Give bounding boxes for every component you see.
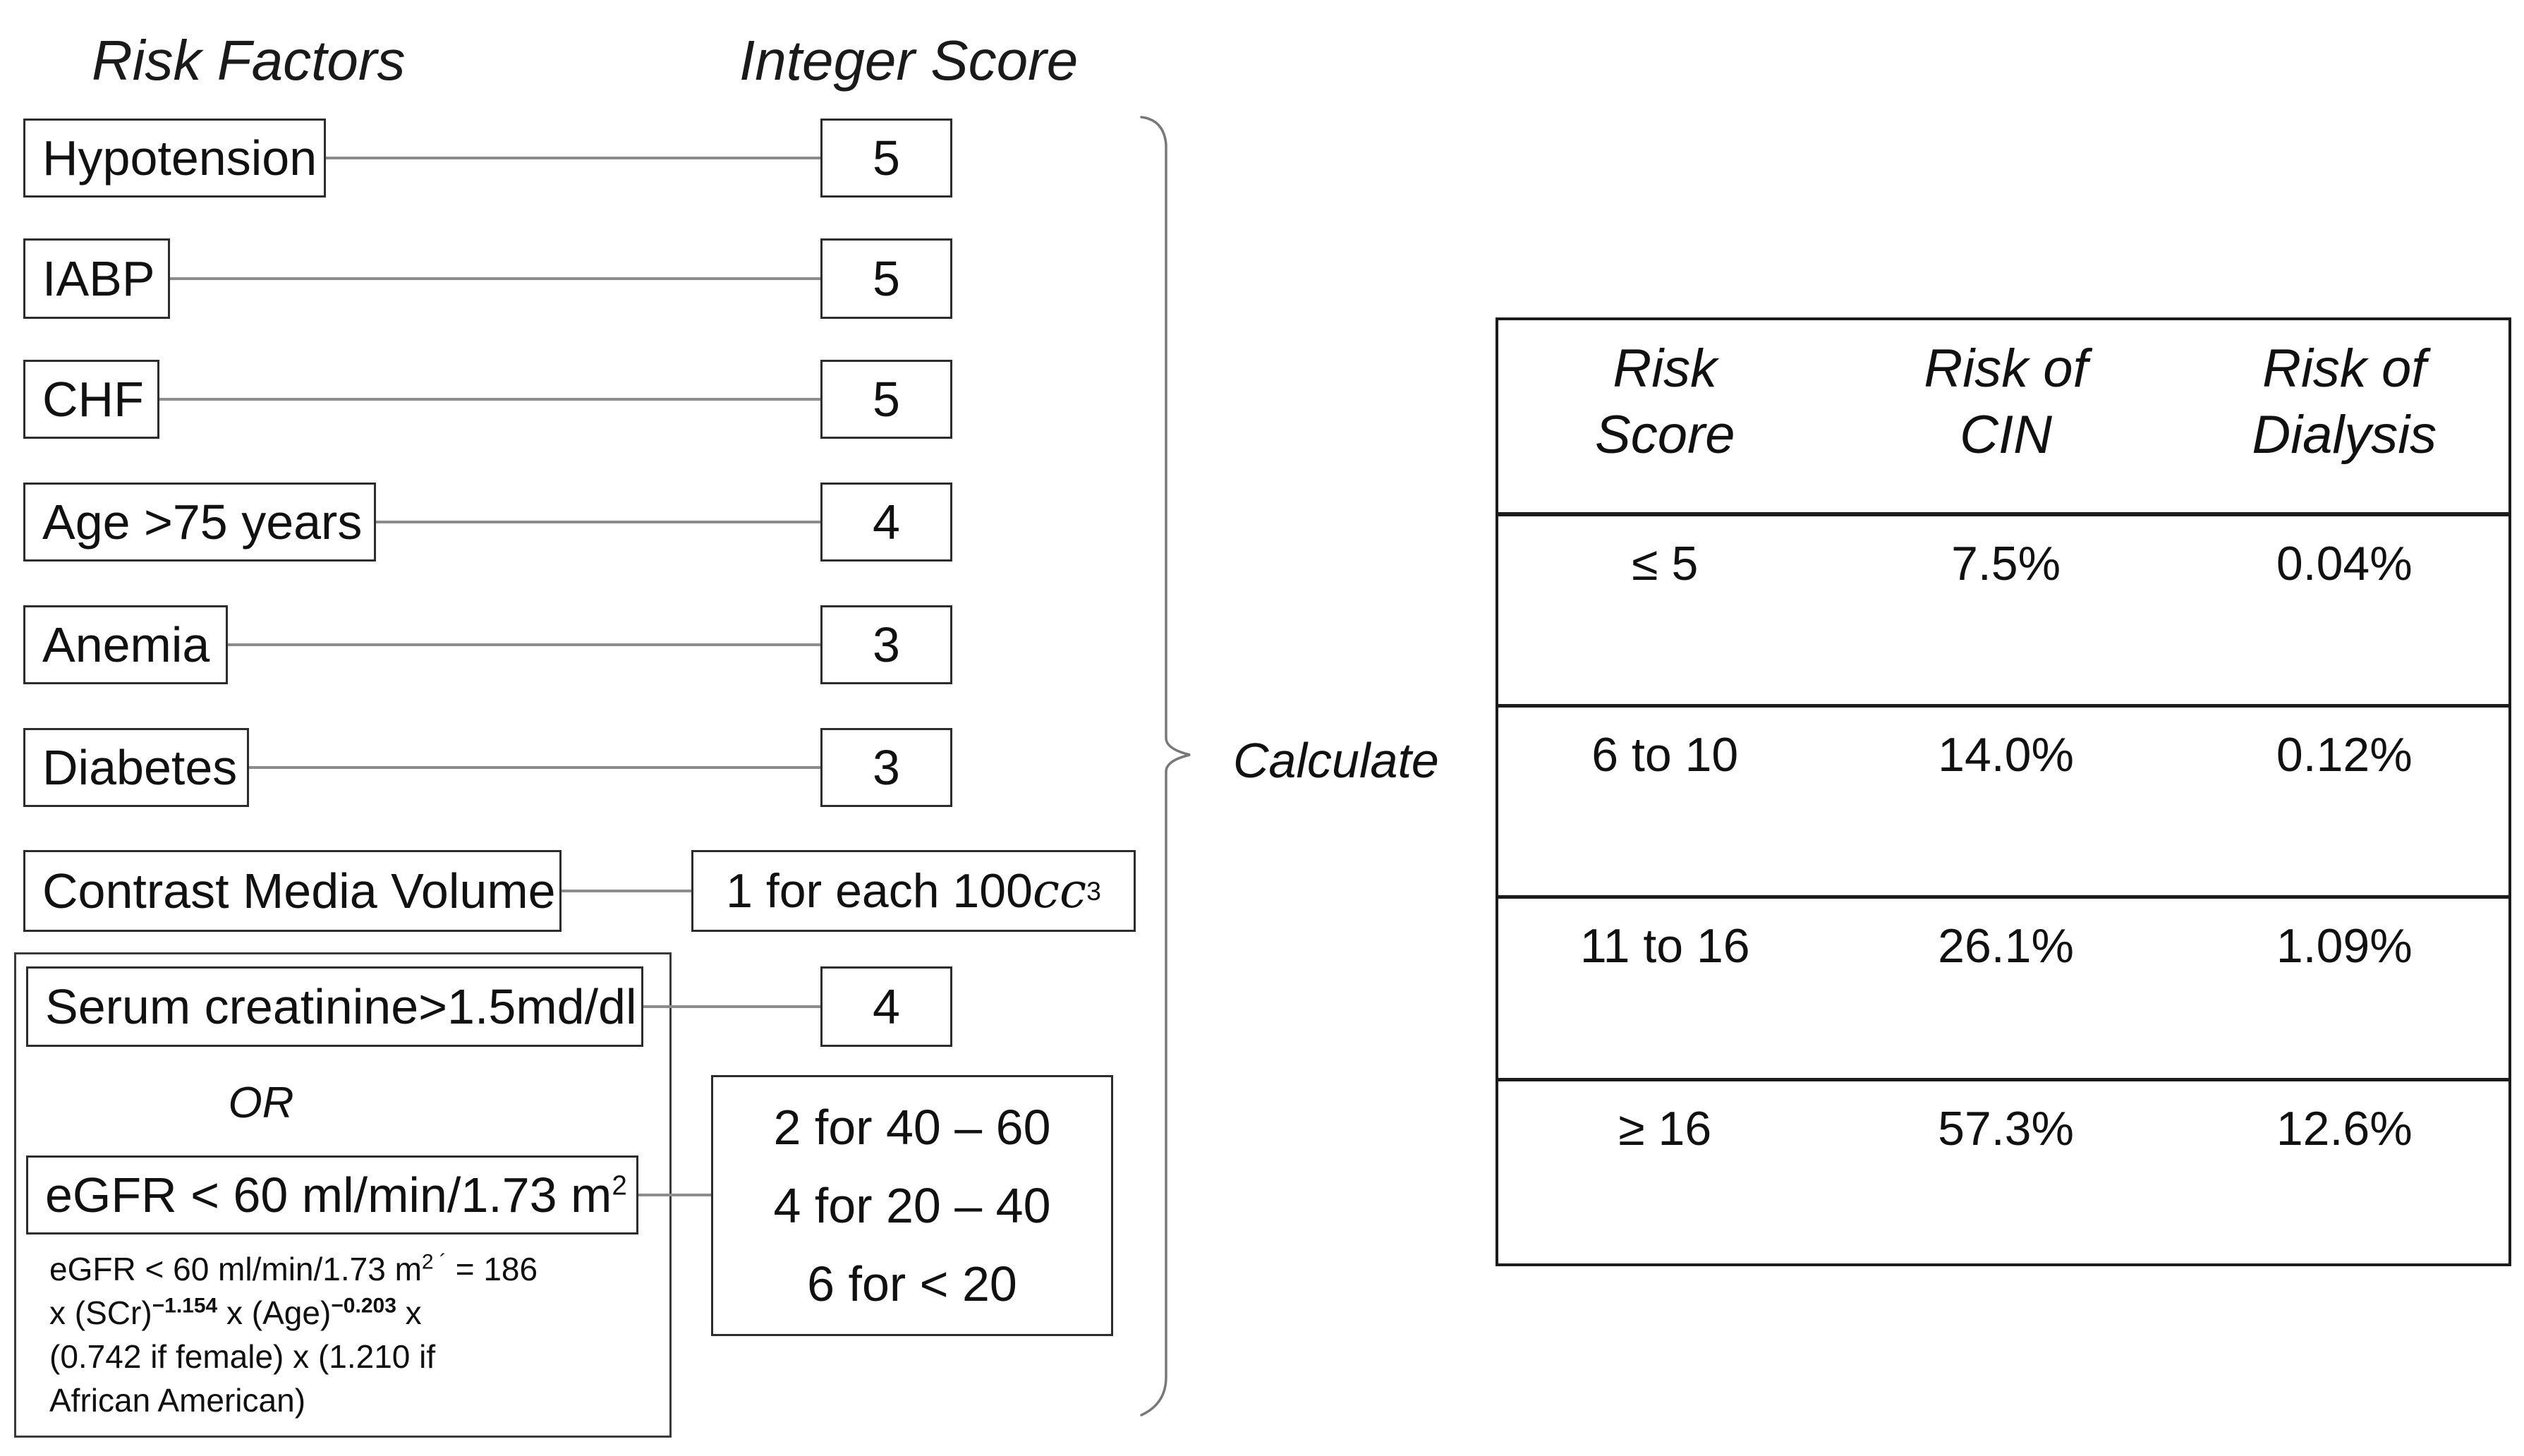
connector-line — [326, 157, 820, 159]
score-value: 4 — [873, 979, 900, 1034]
factor-label: CHF — [42, 372, 144, 427]
table-header-row: Risk Score Risk of CIN Risk of Dialysis — [1498, 320, 2508, 516]
connector-line — [228, 643, 820, 646]
risk-factors-title: Risk Factors — [92, 29, 406, 92]
factor-box-contrast-media-volume: Contrast Media Volume — [23, 850, 562, 932]
or-label: OR — [228, 1079, 294, 1127]
connector-line — [638, 1194, 711, 1196]
score-box-hypotension: 5 — [820, 119, 952, 198]
score-value: 4 — [873, 495, 900, 550]
cell-risk-score: 11 to 16 — [1579, 919, 1750, 973]
cell-risk-of-cin: 14.0% — [1938, 728, 2074, 782]
cell-risk-score: ≤ 5 — [1632, 537, 1699, 590]
formula-line-1: eGFR < 60 ml/min/1.73 m2 ´ = 186 — [49, 1250, 538, 1287]
egfr-score-line: 6 for < 20 — [807, 1256, 1017, 1311]
score-value: 3 — [873, 617, 900, 672]
factor-box-hypotension: Hypotension — [23, 119, 326, 198]
factor-label: Contrast Media Volume — [42, 863, 556, 918]
score-box-serum-creatinine: 4 — [820, 966, 952, 1047]
calculate-bracket-icon — [1140, 116, 1191, 1416]
factor-label: Anemia — [42, 617, 210, 672]
cell-risk-of-cin: 7.5% — [1951, 537, 2061, 590]
score-box-age: 4 — [820, 483, 952, 562]
factor-label: Diabetes — [42, 740, 238, 795]
egfr-formula: eGFR < 60 ml/min/1.73 m2 ´ = 186 x (SCr)… — [49, 1247, 649, 1422]
score-value: 5 — [873, 131, 900, 186]
factor-box-diabetes: Diabetes — [23, 728, 249, 807]
header-risk-score: Risk Score — [1595, 339, 1735, 465]
formula-line-3: (0.742 if female) x (1.210 if — [49, 1338, 436, 1375]
cell-risk-of-dialysis: 0.04% — [2276, 537, 2413, 590]
egfr-superscript: 2 — [612, 1170, 627, 1201]
cell-risk-score: ≥ 16 — [1618, 1102, 1712, 1155]
header-risk-of-dialysis: Risk of Dialysis — [2252, 339, 2437, 465]
factor-label: IABP — [42, 251, 155, 306]
cell-risk-of-dialysis: 1.09% — [2276, 919, 2413, 973]
cell-risk-of-dialysis: 12.6% — [2276, 1102, 2413, 1155]
connector-line — [643, 1005, 820, 1008]
cell-risk-score: 6 to 10 — [1591, 728, 1739, 782]
factor-box-chf: CHF — [23, 360, 159, 439]
cell-risk-of-cin: 26.1% — [1938, 919, 2074, 973]
header-risk-of-cin: Risk of CIN — [1924, 339, 2088, 465]
connector-line — [159, 398, 820, 401]
factor-box-iabp: IABP — [23, 238, 170, 319]
connector-line — [562, 890, 691, 892]
factor-box-serum-creatinine: Serum creatinine>1.5md/dl — [26, 966, 643, 1047]
factor-box-age: Age >75 years — [23, 483, 376, 562]
egfr-score-line: 4 for 20 – 40 — [773, 1178, 1051, 1233]
score-box-anemia: 3 — [820, 605, 952, 684]
factor-label: Serum creatinine>1.5md/dl — [45, 979, 637, 1034]
factor-box-egfr: eGFR < 60 ml/min/1.73 m2 — [26, 1155, 638, 1234]
score-value: 5 — [873, 251, 900, 306]
factor-label: eGFR < 60 ml/min/1.73 m2 — [45, 1167, 627, 1223]
score-value: 3 — [873, 740, 900, 795]
connector-line — [170, 277, 820, 280]
score-value: 1 for each 100 — [726, 864, 1033, 918]
connector-line — [249, 766, 820, 769]
score-unit: cc — [1032, 863, 1087, 919]
table-row: 6 to 10 14.0% 0.12% — [1498, 708, 2508, 899]
connector-line — [376, 521, 820, 523]
table-row: ≤ 5 7.5% 0.04% — [1498, 516, 2508, 708]
score-box-diabetes: 3 — [820, 728, 952, 807]
risk-table: Risk Score Risk of CIN Risk of Dialysis … — [1495, 317, 2511, 1266]
egfr-score-box: 2 for 40 – 60 4 for 20 – 40 6 for < 20 — [711, 1075, 1113, 1336]
score-value: 5 — [873, 372, 900, 427]
egfr-score-line: 2 for 40 – 60 — [773, 1100, 1051, 1155]
factor-label: Age >75 years — [42, 495, 363, 550]
factor-box-anemia: Anemia — [23, 605, 228, 684]
score-box-iabp: 5 — [820, 238, 952, 319]
integer-score-title: Integer Score — [739, 29, 1079, 92]
calculate-label: Calculate — [1233, 733, 1439, 788]
formula-line-2: x (SCr)−1.154 x (Age)−0.203 x — [49, 1294, 422, 1331]
table-row: ≥ 16 57.3% 12.6% — [1498, 1081, 2508, 1263]
cell-risk-of-cin: 57.3% — [1938, 1102, 2074, 1155]
factor-label: Hypotension — [42, 131, 317, 186]
cell-risk-of-dialysis: 0.12% — [2276, 728, 2413, 782]
formula-line-4: African American) — [49, 1382, 306, 1419]
score-box-chf: 5 — [820, 360, 952, 439]
table-row: 11 to 16 26.1% 1.09% — [1498, 899, 2508, 1081]
